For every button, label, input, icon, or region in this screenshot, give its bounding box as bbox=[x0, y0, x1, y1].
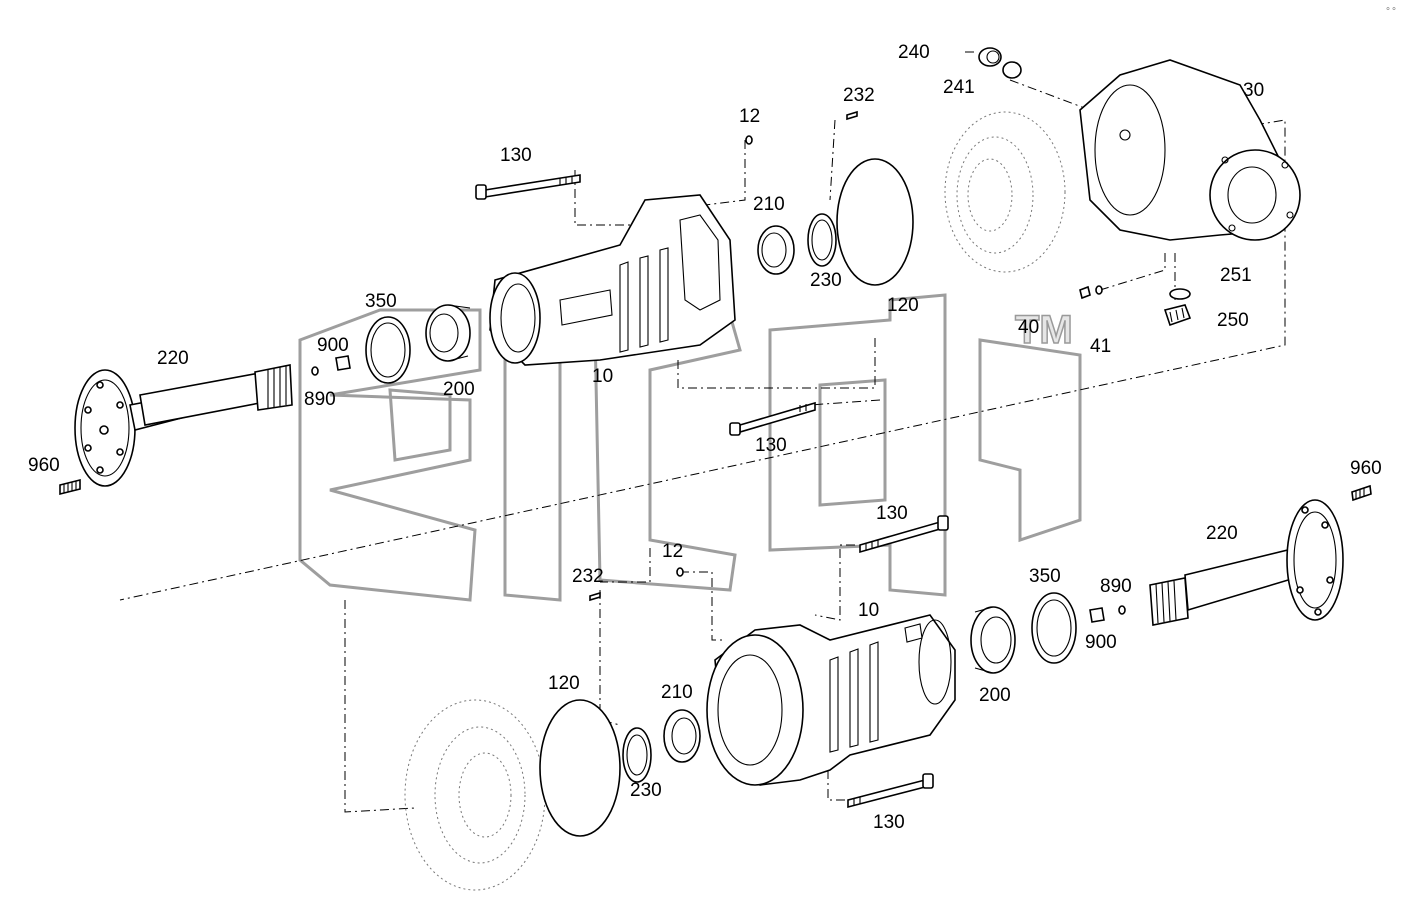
callout-240: 240 bbox=[898, 42, 930, 63]
axle-shaft-220-lower bbox=[1149, 499, 1344, 626]
callout-960: 960 bbox=[28, 455, 60, 476]
callout-10: 10 bbox=[592, 366, 613, 387]
callout-350: 350 bbox=[365, 291, 397, 312]
callout-10: 10 bbox=[858, 600, 879, 621]
callout-40: 40 bbox=[1018, 317, 1039, 338]
callout-241: 241 bbox=[943, 77, 975, 98]
callout-41: 41 bbox=[1090, 336, 1111, 357]
o-ring-120-lower bbox=[539, 699, 621, 837]
callout-232: 232 bbox=[843, 85, 875, 106]
bolt-130-upper-a bbox=[475, 174, 581, 200]
callout-220: 220 bbox=[1206, 523, 1238, 544]
seal-41 bbox=[1095, 285, 1103, 295]
callout-30: 30 bbox=[1243, 80, 1264, 101]
carrier-housing-30 bbox=[1079, 59, 1301, 241]
ring-890-lower bbox=[1118, 605, 1126, 615]
bolt-130-lower-a bbox=[859, 515, 949, 554]
plug-250 bbox=[1163, 304, 1192, 327]
bearing-210-lower bbox=[663, 709, 701, 763]
callout-120: 120 bbox=[548, 673, 580, 694]
seal-ring-350-upper bbox=[365, 316, 411, 384]
callout-890: 890 bbox=[1100, 576, 1132, 597]
ghost-cover-lower bbox=[404, 699, 546, 891]
pin-12-upper bbox=[745, 135, 753, 145]
ring-890-upper bbox=[311, 366, 319, 376]
callout-200: 200 bbox=[443, 379, 475, 400]
callout-230: 230 bbox=[630, 780, 662, 801]
callout-12: 12 bbox=[739, 106, 760, 127]
axle-shaft-220-upper bbox=[74, 364, 293, 487]
ghost-cover-upper bbox=[944, 111, 1066, 273]
lower-callouts: 960 130 220 12 232 350 890 10 900 120 21… bbox=[548, 458, 1382, 833]
washer-900-upper bbox=[335, 355, 351, 371]
cap-240 bbox=[978, 47, 1002, 67]
bearing-200-upper bbox=[425, 304, 471, 362]
bolt-130-upper-b bbox=[729, 401, 816, 436]
housing-10-lower bbox=[706, 614, 956, 786]
washer-900-lower bbox=[1089, 607, 1105, 623]
callout-250: 250 bbox=[1217, 310, 1249, 331]
callout-130: 130 bbox=[755, 435, 787, 456]
o-ring-241 bbox=[1002, 61, 1022, 79]
bolt-130-lower-b bbox=[847, 773, 934, 809]
bearing-200-lower bbox=[970, 606, 1016, 674]
callout-120: 120 bbox=[887, 295, 919, 316]
stud-960-upper bbox=[59, 478, 81, 496]
callout-220: 220 bbox=[157, 348, 189, 369]
callout-210: 210 bbox=[661, 682, 693, 703]
callout-12: 12 bbox=[662, 541, 683, 562]
callout-130: 130 bbox=[500, 145, 532, 166]
callout-230: 230 bbox=[810, 270, 842, 291]
o-ring-120-upper bbox=[836, 158, 914, 286]
callout-960: 960 bbox=[1350, 458, 1382, 479]
callout-130: 130 bbox=[876, 503, 908, 524]
seal-ring-251 bbox=[1169, 288, 1191, 300]
seal-ring-350-lower bbox=[1031, 592, 1077, 664]
bearing-210-upper bbox=[757, 225, 795, 275]
housing-10-upper bbox=[489, 194, 736, 366]
callout-200: 200 bbox=[979, 685, 1011, 706]
pin-232-lower bbox=[589, 591, 601, 602]
callout-210: 210 bbox=[753, 194, 785, 215]
callout-900: 900 bbox=[317, 335, 349, 356]
pin-232-upper bbox=[846, 110, 858, 121]
callout-890: 890 bbox=[304, 389, 336, 410]
callout-130: 130 bbox=[873, 812, 905, 833]
upper-assembly bbox=[59, 47, 1301, 496]
lower-assembly bbox=[404, 484, 1372, 891]
upper-callouts: 240 241 30 251 250 40 41 232 12 130 210 … bbox=[28, 42, 1264, 476]
ring-230-upper bbox=[807, 213, 837, 267]
lower-leader-lines bbox=[344, 544, 855, 813]
plug-40 bbox=[1079, 285, 1091, 300]
callout-900: 900 bbox=[1085, 632, 1117, 653]
callout-232: 232 bbox=[572, 566, 604, 587]
stud-960-lower bbox=[1351, 484, 1372, 502]
ring-230-lower bbox=[622, 727, 652, 783]
corner-marker: °° bbox=[1385, 6, 1397, 18]
callout-251: 251 bbox=[1220, 265, 1252, 286]
pin-12-lower bbox=[676, 567, 684, 577]
callout-350: 350 bbox=[1029, 566, 1061, 587]
trademark-mark: TM bbox=[1015, 308, 1073, 352]
